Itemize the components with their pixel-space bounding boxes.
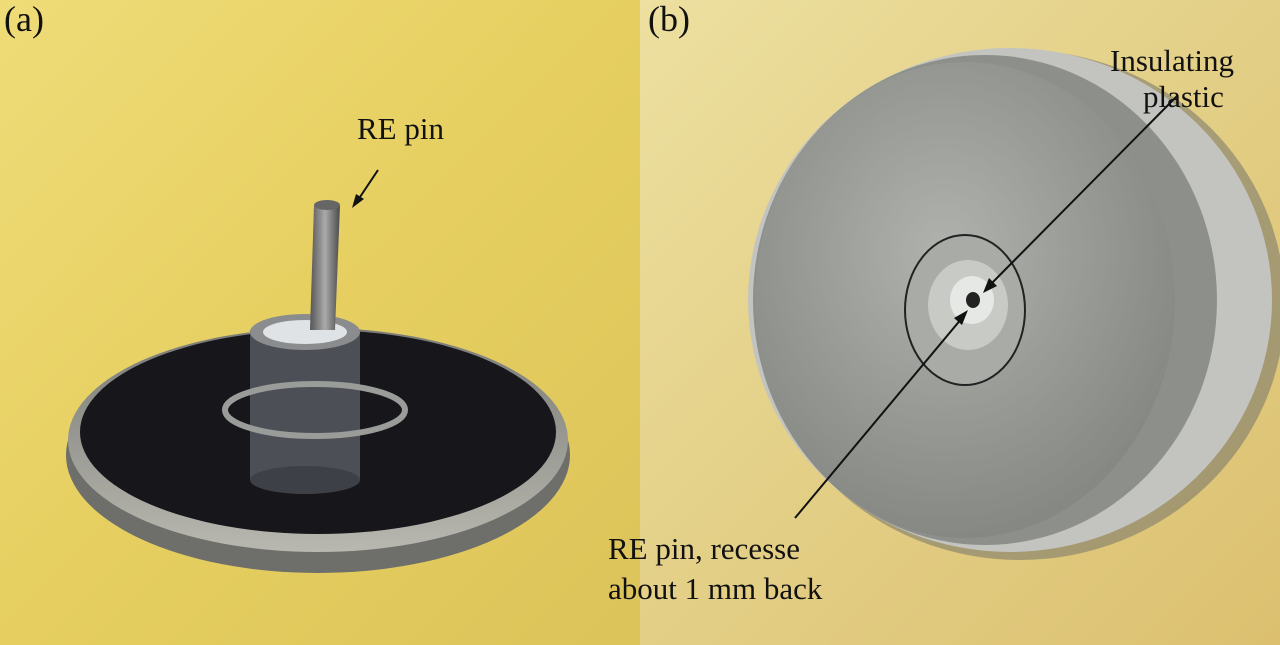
electrode-disc-b bbox=[748, 48, 1280, 560]
annotation-recess-depth: about 1 mm back bbox=[608, 571, 823, 606]
annotation-re-pin-recessed: RE pin, recesse bbox=[608, 531, 800, 566]
arrow-re-pin-b bbox=[794, 317, 963, 519]
annotation-re-pin: RE pin bbox=[357, 111, 444, 146]
annotation-plastic: plastic bbox=[1143, 79, 1224, 114]
panel-label-b: (b) bbox=[648, 0, 690, 39]
annotation-insulating: Insulating bbox=[1110, 43, 1234, 78]
electrode-disc-a bbox=[66, 200, 570, 573]
arrow-re-pin-a bbox=[357, 169, 379, 201]
arrow-insulating-plastic bbox=[989, 94, 1179, 286]
panel-label-a: (a) bbox=[4, 0, 44, 39]
